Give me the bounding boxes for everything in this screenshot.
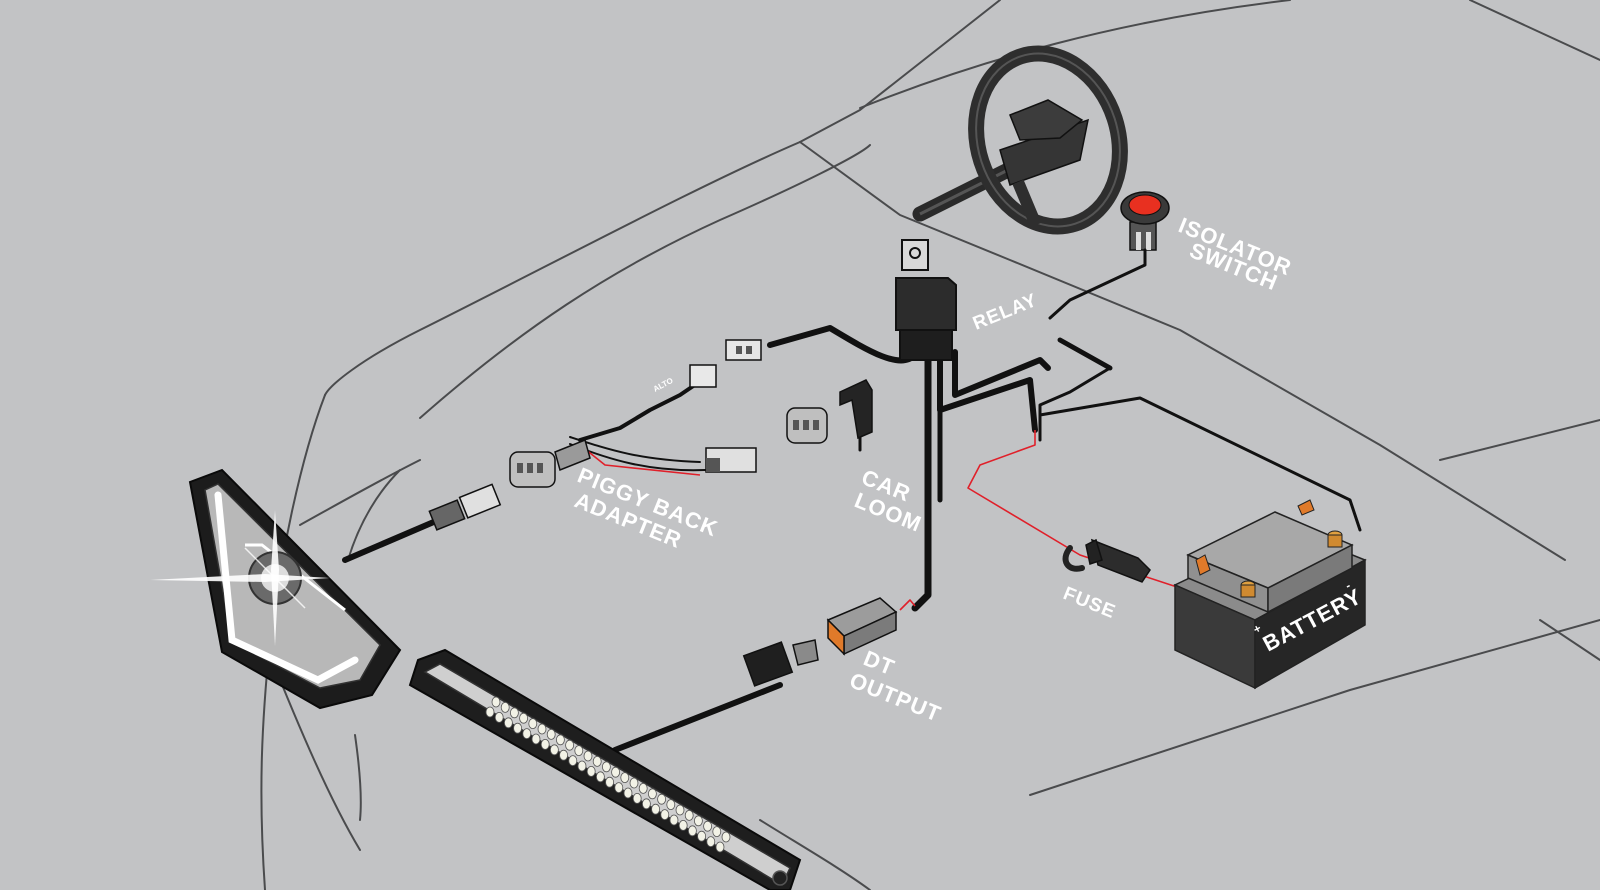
led [503,717,513,729]
relay-input-connector [725,339,762,361]
led [614,782,624,793]
led [684,810,694,821]
relay [895,239,957,361]
led [602,761,611,773]
led [531,733,541,745]
led [519,712,528,724]
led [697,830,706,842]
led [623,787,633,799]
label-relay: RELAY [970,290,1041,335]
led [550,744,559,756]
led [611,766,620,778]
led [660,809,670,820]
led [642,798,651,810]
led [577,760,587,772]
led [620,772,630,783]
piggy-back-adapter: ALTO [509,364,757,488]
led [675,804,685,816]
led [605,776,614,788]
led [629,777,639,789]
fuse [1062,538,1151,583]
led [485,706,495,718]
led [638,783,648,794]
led [596,771,605,783]
led [491,696,501,708]
led [574,745,584,756]
led [565,739,574,751]
isolator-switch [1120,191,1170,251]
led [715,841,725,853]
led [510,707,519,719]
led [494,712,504,723]
led [537,723,547,735]
led [648,788,657,800]
led [583,750,593,762]
led [706,836,716,847]
headlight-connector [428,483,502,531]
label-dt-output-line2: OUTPUT [846,667,945,726]
led [669,814,679,826]
led [500,702,510,713]
led [651,803,660,815]
car-loom-connector [786,379,873,444]
led [556,734,565,746]
led [528,718,538,729]
led [513,722,522,734]
battery: + - BATTERY [1173,499,1367,690]
led [568,755,578,766]
led [678,820,688,831]
dt-output-connector [742,597,898,687]
car-outline [260,0,1600,890]
led [586,766,596,777]
light-bar-leds [485,696,731,853]
led [540,739,550,750]
led [522,728,532,739]
led [694,815,703,827]
label-fuse: FUSE [1060,583,1119,623]
battery-minus-sign: - [1343,578,1353,592]
light-bar [408,648,802,890]
steering-wheel [912,45,1128,235]
led [721,831,731,843]
wiring [342,248,1362,753]
led [712,826,722,837]
led [703,820,712,832]
led [546,729,556,740]
led [688,825,697,837]
headlight [150,468,402,710]
led [657,793,666,805]
led [592,756,602,767]
led [632,793,642,804]
harness-brand: ALTO [652,376,675,394]
led [559,749,568,761]
led [666,799,676,810]
